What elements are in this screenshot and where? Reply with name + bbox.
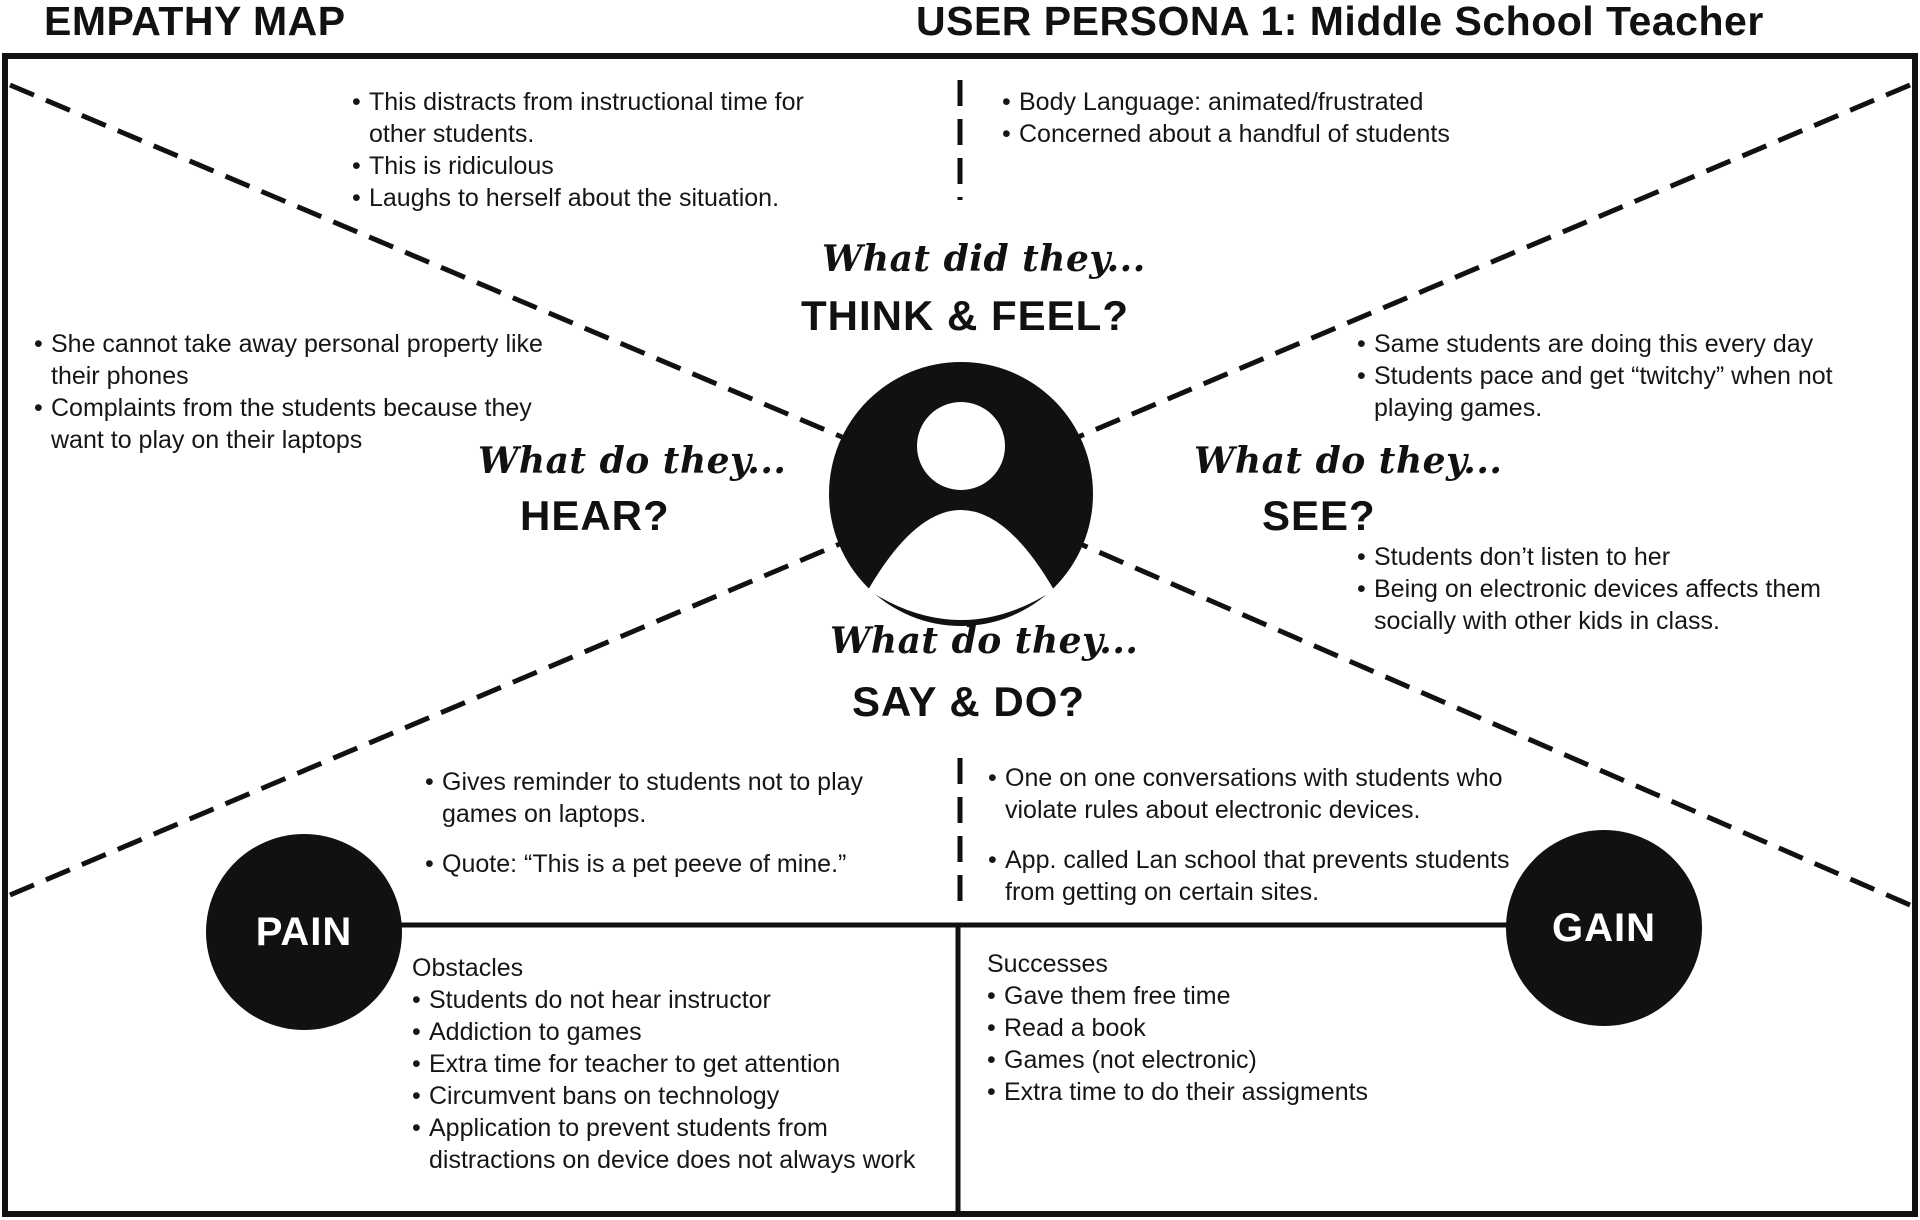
map-frame (2, 53, 1918, 1217)
see-label: SEE? (1262, 492, 1376, 539)
list-item: Extra time for teacher to get attention (412, 1048, 932, 1080)
say-do-notes-right: One on one conversations with students w… (988, 762, 1528, 908)
list-item: App. called Lan school that prevents stu… (988, 844, 1528, 908)
list-item: Games (not electronic) (987, 1044, 1507, 1076)
hear-label: HEAR? (520, 492, 670, 539)
hear-prompt: What do they... (478, 440, 787, 482)
divider-bottom-left (9, 540, 843, 898)
list-item: Body Language: animated/frustrated (1002, 86, 1522, 118)
think-feel-notes-right: Body Language: animated/frustrated Conce… (1002, 86, 1522, 150)
user-avatar-icon (829, 362, 1093, 626)
say-do-label: SAY & DO? (852, 678, 1086, 725)
divider-top-left (9, 82, 843, 440)
pain-obstacles: Obstacles Students do not hear instructo… (412, 952, 932, 1176)
divider-top-right (1077, 82, 1911, 440)
think-feel-notes-left: This distracts from instructional time f… (352, 86, 832, 214)
think-feel-label: THINK & FEEL? (801, 292, 1129, 339)
list-item: Concerned about a handful of students (1002, 118, 1522, 150)
list-item: This distracts from instructional time f… (352, 86, 832, 150)
say-do-notes-left: Gives reminder to students not to play g… (425, 766, 915, 880)
list-item: Addiction to games (412, 1016, 932, 1048)
persona-title: USER PERSONA 1: Middle School Teacher (916, 0, 1764, 44)
list-item: This is ridiculous (352, 150, 832, 182)
list-item: Gives reminder to students not to play g… (425, 766, 915, 830)
gain-badge: GAIN (1506, 830, 1702, 1026)
list-item: Extra time to do their assigments (987, 1076, 1507, 1108)
list-item: Circumvent bans on technology (412, 1080, 932, 1112)
think-feel-prompt: What did they... (822, 238, 1146, 280)
see-prompt: What do they... (1194, 440, 1503, 482)
list-item: Read a book (987, 1012, 1507, 1044)
list-item: Quote: “This is a pet peeve of mine.” (425, 848, 915, 880)
list-item: Application to prevent students from dis… (412, 1112, 932, 1176)
pain-badge: PAIN (206, 834, 402, 1030)
say-do-prompt: What do they... (830, 620, 1139, 662)
see-notes-bottom: Students don’t listen to her Being on el… (1357, 541, 1897, 637)
list-item: Laughs to herself about the situation. (352, 182, 832, 214)
list-item: Students don’t listen to her (1357, 541, 1897, 573)
gain-successes: Successes Gave them free time Read a boo… (987, 948, 1507, 1108)
list-item: She cannot take away personal property l… (34, 328, 554, 392)
divider-bottom-right (1077, 540, 1911, 908)
list-item: Gave them free time (987, 980, 1507, 1012)
list-item: Being on electronic devices affects them… (1357, 573, 1897, 637)
hear-notes: She cannot take away personal property l… (34, 328, 554, 456)
list-item: Students pace and get “twitchy” when not… (1357, 360, 1897, 424)
list-item: Students do not hear instructor (412, 984, 932, 1016)
successes-heading: Successes (987, 950, 1108, 978)
list-item: Same students are doing this every day (1357, 328, 1897, 360)
list-item: Complaints from the students because the… (34, 392, 554, 456)
list-item: One on one conversations with students w… (988, 762, 1528, 826)
obstacles-heading: Obstacles (412, 954, 524, 982)
empathy-map-title: EMPATHY MAP (44, 0, 346, 44)
see-notes-top: Same students are doing this every day S… (1357, 328, 1897, 424)
